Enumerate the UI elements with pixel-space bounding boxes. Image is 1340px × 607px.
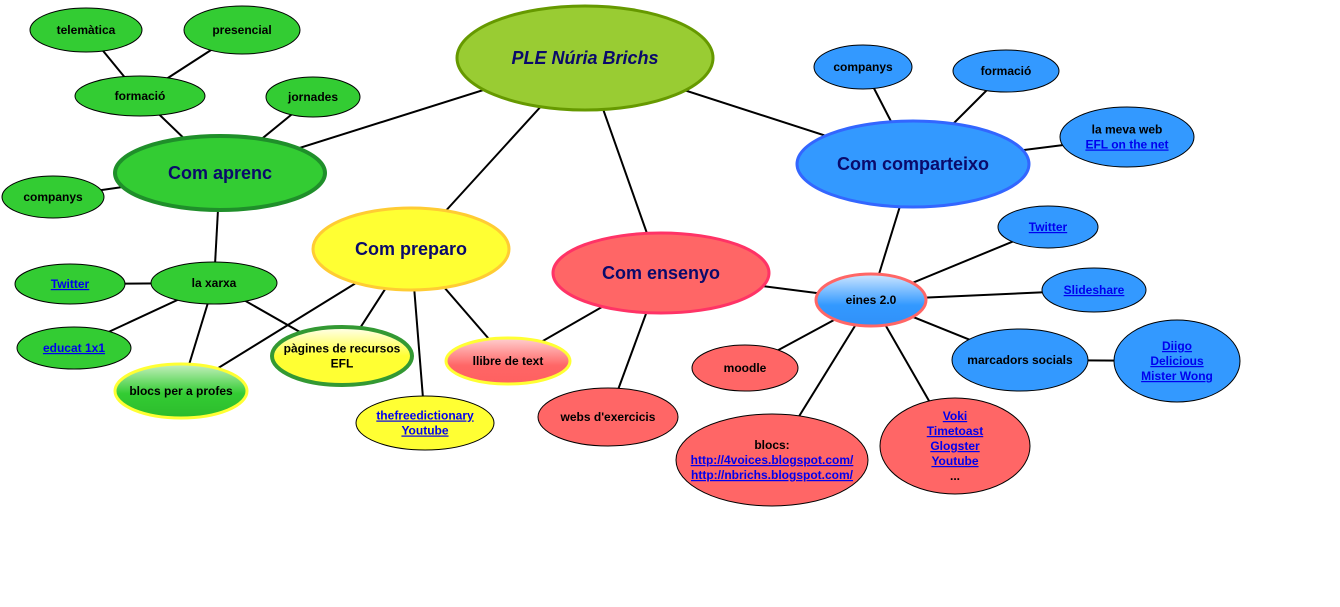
- node-label: companys: [23, 190, 83, 204]
- node-link[interactable]: http://nbrichs.blogspot.com/: [691, 468, 854, 482]
- node-marcadors[interactable]: marcadors socials: [951, 328, 1089, 392]
- node-shape: [183, 5, 301, 55]
- node-label: eines 2.0: [846, 293, 897, 307]
- node-shape: [537, 387, 679, 447]
- node-link[interactable]: Youtube: [401, 424, 448, 438]
- node-shape: [1113, 319, 1241, 403]
- node-llibre[interactable]: llibre de text: [444, 336, 572, 386]
- node-shape: [74, 75, 206, 117]
- node-label: blocs per a profes: [129, 384, 233, 398]
- node-shape: [270, 325, 414, 387]
- node-shape: [795, 119, 1031, 209]
- node-shape: [1041, 267, 1147, 313]
- node-link[interactable]: Diigo: [1162, 339, 1192, 353]
- node-educat[interactable]: educat 1x1: [16, 326, 132, 370]
- node-twitter-g[interactable]: Twitter: [14, 263, 126, 305]
- node-link[interactable]: Slideshare: [1064, 283, 1125, 297]
- node-label: la xarxa: [192, 276, 237, 290]
- node-formacio-g[interactable]: formació: [74, 75, 206, 117]
- node-shape: [265, 76, 361, 118]
- node-shape: [997, 205, 1099, 249]
- node-label: marcadors socials: [967, 353, 1073, 367]
- node-label: formació: [115, 89, 166, 103]
- node-link[interactable]: Voki: [943, 409, 967, 423]
- node-preparo[interactable]: Com preparo: [311, 206, 511, 292]
- node-shape: [879, 397, 1031, 495]
- node-label: Com comparteixo: [837, 154, 989, 174]
- node-label: jornades: [287, 90, 338, 104]
- node-label: la meva web: [1092, 123, 1163, 137]
- node-blocs-profes[interactable]: blocs per a profes: [113, 362, 249, 420]
- node-shape: [113, 134, 327, 212]
- node-label: companys: [833, 60, 893, 74]
- node-label: moodle: [724, 361, 767, 375]
- node-label: ...: [950, 469, 960, 483]
- node-shape: [691, 344, 799, 392]
- node-link[interactable]: Glogster: [930, 439, 980, 453]
- node-label: blocs:: [754, 438, 789, 452]
- node-moodle[interactable]: moodle: [691, 344, 799, 392]
- node-link[interactable]: educat 1x1: [43, 341, 105, 355]
- node-webs[interactable]: webs d'exercicis: [537, 387, 679, 447]
- node-presencial[interactable]: presencial: [183, 5, 301, 55]
- node-label: Com preparo: [355, 239, 467, 259]
- node-shape: [455, 4, 715, 112]
- node-link[interactable]: http://4voices.blogspot.com/: [691, 453, 854, 467]
- node-shape: [675, 413, 869, 507]
- node-root[interactable]: PLE Núria Brichs: [455, 4, 715, 112]
- node-label: llibre de text: [473, 354, 544, 368]
- node-shape: [311, 206, 511, 292]
- node-link[interactable]: Twitter: [51, 277, 90, 291]
- node-shape: [444, 336, 572, 386]
- node-shape: [29, 7, 143, 53]
- node-label: formació: [981, 64, 1032, 78]
- node-shape: [1059, 106, 1195, 168]
- node-shape: [951, 328, 1089, 392]
- node-shape: [1, 175, 105, 219]
- node-shape: [355, 395, 495, 451]
- node-label: Com aprenc: [168, 163, 272, 183]
- node-shape: [113, 362, 249, 420]
- node-jornades[interactable]: jornades: [265, 76, 361, 118]
- node-shape: [14, 263, 126, 305]
- node-label: presencial: [212, 23, 271, 37]
- node-ensenyo[interactable]: Com ensenyo: [551, 231, 771, 315]
- node-aprenc[interactable]: Com aprenc: [113, 134, 327, 212]
- node-link[interactable]: thefreedictionary: [376, 409, 474, 423]
- node-shape: [813, 44, 913, 90]
- node-label: EFL: [331, 357, 354, 371]
- node-shape: [16, 326, 132, 370]
- node-formacio-b[interactable]: formació: [952, 49, 1060, 93]
- node-link[interactable]: Delicious: [1150, 354, 1204, 368]
- node-xarxa[interactable]: la xarxa: [150, 261, 278, 305]
- node-shape: [150, 261, 278, 305]
- node-label: pàgines de recursos: [284, 342, 401, 356]
- node-label: telemàtica: [57, 23, 116, 37]
- node-shape: [952, 49, 1060, 93]
- node-link[interactable]: Youtube: [931, 454, 978, 468]
- node-telematica[interactable]: telemàtica: [29, 7, 143, 53]
- node-link[interactable]: Twitter: [1029, 220, 1068, 234]
- node-blocs[interactable]: blocs:http://4voices.blogspot.com/http:/…: [675, 413, 869, 507]
- node-slideshare[interactable]: Slideshare: [1041, 267, 1147, 313]
- node-companys-b[interactable]: companys: [813, 44, 913, 90]
- node-eines[interactable]: eines 2.0: [814, 272, 928, 328]
- node-label: webs d'exercicis: [560, 410, 656, 424]
- node-label: PLE Núria Brichs: [511, 48, 658, 68]
- node-link[interactable]: Mister Wong: [1141, 369, 1213, 383]
- node-shape: [551, 231, 771, 315]
- node-shape: [814, 272, 928, 328]
- node-comparteixo[interactable]: Com comparteixo: [795, 119, 1031, 209]
- node-link[interactable]: Timetoast: [927, 424, 983, 438]
- node-companys-g[interactable]: companys: [1, 175, 105, 219]
- node-voki[interactable]: VokiTimetoastGlogsterYoutube...: [879, 397, 1031, 495]
- node-link[interactable]: EFL on the net: [1085, 138, 1168, 152]
- node-twitter-b[interactable]: Twitter: [997, 205, 1099, 249]
- node-label: Com ensenyo: [602, 263, 720, 283]
